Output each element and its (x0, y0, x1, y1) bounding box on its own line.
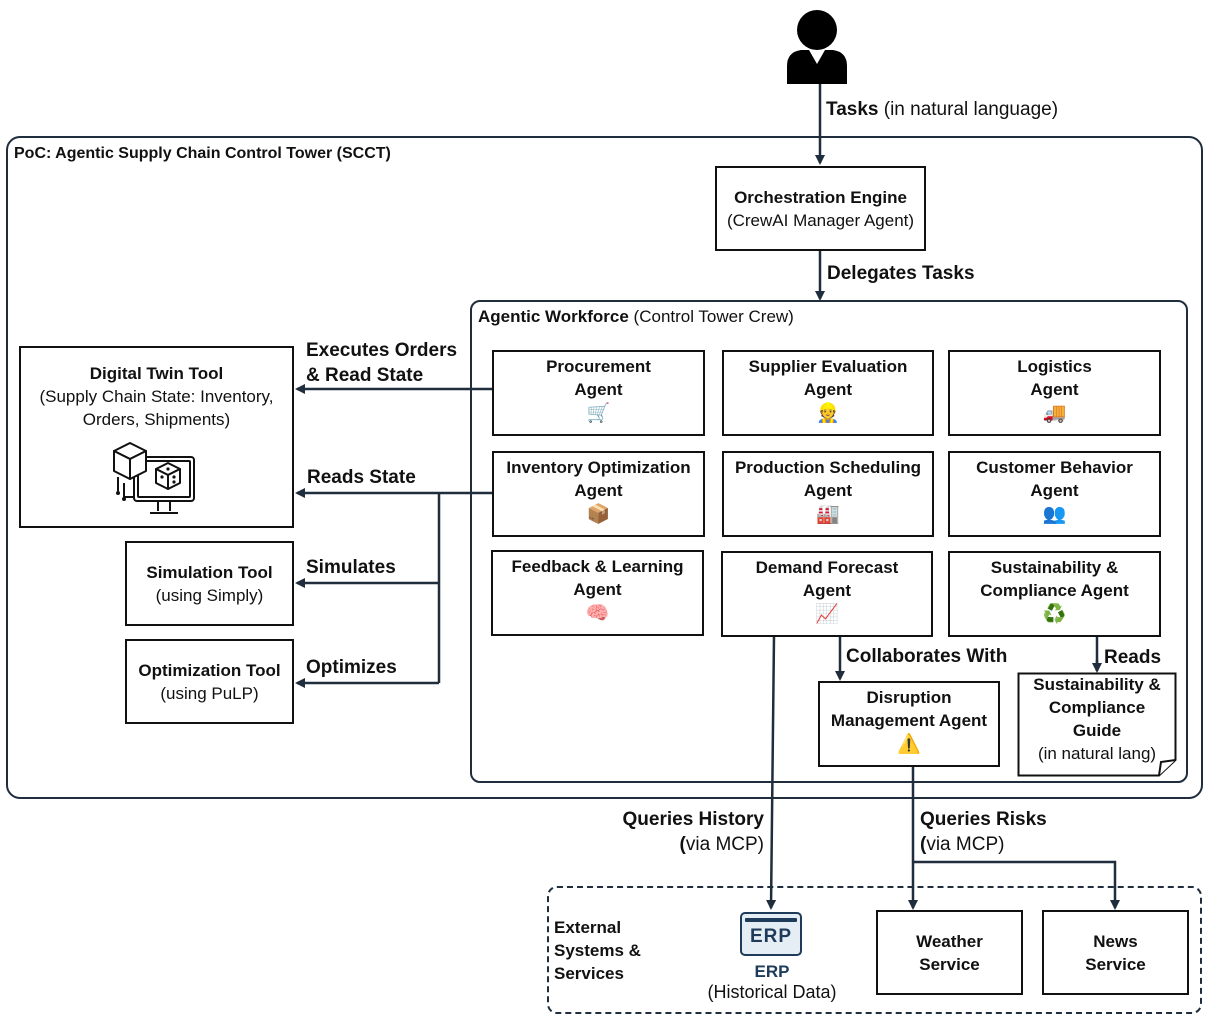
chart-increasing-icon: 📈 (815, 604, 839, 625)
recycle-icon: ♻️ (1042, 604, 1067, 625)
executes-orders-label: Executes Orders & Read State (306, 340, 458, 386)
factory-icon: 🏭 (816, 504, 840, 525)
digital-twin-icon (112, 442, 195, 514)
erp-label: ERP (Historical Data) (707, 962, 837, 1002)
package-icon: 📦 (586, 504, 611, 525)
truck-icon: 🚚 (1042, 403, 1067, 424)
queries-risks-label: Queries Risks (via MCP) (920, 809, 1047, 855)
arrow-queries-history (766, 635, 777, 910)
news-service-box: News Service (1042, 910, 1189, 995)
erp-logo-icon: ERP (740, 912, 802, 956)
orchestration-subtitle: (CrewAI Manager Agent) (726, 210, 915, 230)
shopping-cart-icon: 🛒 (586, 403, 611, 424)
optimization-tool-box: Optimization Tool (using PuLP) (125, 639, 294, 724)
arrow-to-news (913, 860, 1120, 910)
weather-service-box: Weather Service (876, 910, 1023, 995)
external-systems-frame (547, 886, 1202, 1014)
orchestration-title: Orchestration Engine (734, 187, 907, 207)
collaborates-label: Collaborates With (846, 646, 1008, 667)
tasks-label: Tasks (in natural language) (826, 99, 1059, 120)
user-icon (787, 10, 847, 84)
digital-twin-title: Digital Twin Tool (89, 364, 224, 383)
guide-document-shape (1017, 672, 1177, 777)
workforce-frame (470, 300, 1188, 783)
agent-sustainability-compliance: Sustainability &Compliance Agent ♻️ (948, 551, 1161, 637)
warning-icon: ⚠️ (897, 734, 921, 755)
optimizes-label: Optimizes (306, 657, 397, 678)
digital-twin-tool-box: Digital Twin Tool (Supply Chain State: I… (19, 346, 294, 528)
guide-document: Sustainability & Compliance Guide (in na… (1033, 675, 1161, 763)
orchestration-engine-box: Orchestration Engine (CrewAI Manager Age… (715, 166, 926, 251)
reads-state-label: Reads State (307, 467, 416, 488)
workforce-title: Agentic Workforce (Control Tower Crew) (478, 307, 794, 326)
external-systems-title: External Systems & Services (554, 918, 641, 983)
queries-history-label: Queries History (via MCP) (622, 809, 765, 855)
delegates-label: Delegates Tasks (827, 263, 975, 284)
scct-frame (6, 136, 1203, 799)
brain-icon: 🧠 (585, 603, 610, 624)
worker-icon: 👷 (816, 403, 840, 424)
people-icon: 👥 (1042, 504, 1067, 525)
simulation-tool-box: Simulation Tool (using Simply) (125, 541, 294, 626)
scct-title: PoC: Agentic Supply Chain Control Tower … (14, 145, 391, 162)
simulates-label: Simulates (306, 557, 396, 578)
reads-label: Reads (1104, 647, 1162, 668)
